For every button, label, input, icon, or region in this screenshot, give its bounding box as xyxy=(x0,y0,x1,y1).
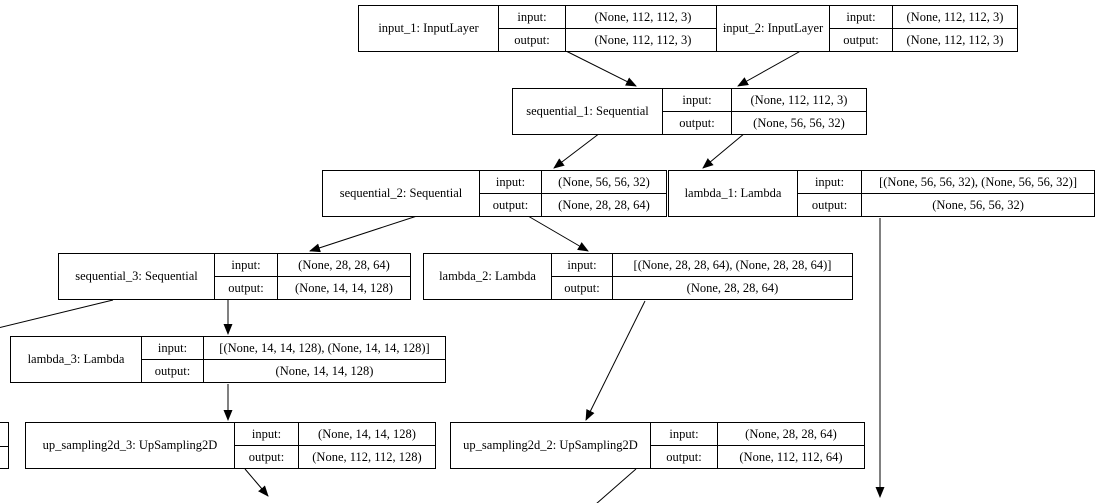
input-key: input: xyxy=(479,170,542,194)
output-shape: (None, 112, 112, 3) xyxy=(565,28,721,52)
input-key: input: xyxy=(551,253,613,277)
output-key: output: xyxy=(829,28,893,52)
edge-input_1-to-sequential_1 xyxy=(559,47,637,87)
edge-sequential_2-to-lambda_2 xyxy=(527,215,589,252)
output-key: output: xyxy=(234,445,299,469)
edge-sequential_1-to-lambda_1 xyxy=(702,132,746,169)
input-shape: (None, 14, 14, 128) xyxy=(298,422,436,446)
edge-sequential_3-to-offscreen-left xyxy=(0,299,114,329)
node-sequential_3: sequential_3: Sequential input: (None, 2… xyxy=(58,253,411,300)
output-shape: (None, 28, 28, 64) xyxy=(612,276,853,300)
node-up_sampling2d_2: up_sampling2d_2: UpSampling2D input: (No… xyxy=(450,422,865,469)
output-key: output: xyxy=(479,193,542,217)
output-key: output: xyxy=(796,193,863,217)
input-shape: (None, 112, 112, 3) xyxy=(565,5,721,29)
node-partial-left xyxy=(0,422,9,469)
layer-name: input_1: InputLayer xyxy=(358,5,499,52)
output-key: output: xyxy=(214,276,278,300)
edge-up_sampling2d_3-to-offscreen-bottom xyxy=(244,468,269,497)
layer-name: sequential_1: Sequential xyxy=(512,88,663,135)
output-key: output: xyxy=(141,359,204,383)
output-shape: (None, 14, 14, 128) xyxy=(277,276,411,300)
layer-name: up_sampling2d_3: UpSampling2D xyxy=(25,422,235,469)
layer-name: sequential_2: Sequential xyxy=(322,170,480,217)
input-shape: [(None, 28, 28, 64), (None, 28, 28, 64)] xyxy=(612,253,853,277)
input-shape: [(None, 14, 14, 128), (None, 14, 14, 128… xyxy=(203,336,446,360)
edge-sequential_1-to-sequential_2 xyxy=(553,132,601,169)
input-key: input: xyxy=(498,5,566,29)
layer-name: lambda_3: Lambda xyxy=(10,336,142,383)
layer-name: input_2: InputLayer xyxy=(716,5,830,52)
partial-node-divider xyxy=(0,445,8,447)
input-shape: (None, 56, 56, 32) xyxy=(541,170,667,194)
node-lambda_3: lambda_3: Lambda input: [(None, 14, 14, … xyxy=(10,336,446,383)
input-key: input: xyxy=(662,88,732,112)
layer-name: up_sampling2d_2: UpSampling2D xyxy=(450,422,651,469)
input-shape: (None, 28, 28, 64) xyxy=(277,253,411,277)
output-shape: (None, 28, 28, 64) xyxy=(541,193,667,217)
input-shape: [(None, 56, 56, 32), (None, 56, 56, 32)] xyxy=(861,170,1095,194)
output-key: output: xyxy=(662,111,732,135)
node-lambda_2: lambda_2: Lambda input: [(None, 28, 28, … xyxy=(423,253,853,300)
input-shape: (None, 28, 28, 64) xyxy=(717,422,865,446)
input-key: input: xyxy=(796,170,863,194)
node-lambda_1: lambda_1: Lambda input: [(None, 56, 56, … xyxy=(668,170,1095,217)
edge-lambda_2-to-up_sampling2d_2 xyxy=(585,300,646,421)
layer-name: lambda_2: Lambda xyxy=(423,253,552,300)
input-key: input: xyxy=(829,5,893,29)
input-shape: (None, 112, 112, 3) xyxy=(892,5,1018,29)
node-sequential_1: sequential_1: Sequential input: (None, 1… xyxy=(512,88,867,135)
output-shape: (None, 112, 112, 3) xyxy=(892,28,1018,52)
output-key: output: xyxy=(551,276,613,300)
input-key: input: xyxy=(141,336,204,360)
input-shape: (None, 112, 112, 3) xyxy=(731,88,867,112)
output-key: output: xyxy=(498,28,566,52)
output-shape: (None, 56, 56, 32) xyxy=(861,193,1095,217)
node-input_1: input_1: InputLayer input: (None, 112, 1… xyxy=(358,5,721,52)
node-up_sampling2d_3: up_sampling2d_3: UpSampling2D input: (No… xyxy=(25,422,436,469)
input-key: input: xyxy=(234,422,299,446)
node-sequential_2: sequential_2: Sequential input: (None, 5… xyxy=(322,170,667,217)
layer-name: lambda_1: Lambda xyxy=(668,170,798,217)
edge-up_sampling2d_2-to-offscreen-bottom xyxy=(596,468,637,503)
output-shape: (None, 112, 112, 128) xyxy=(298,445,436,469)
output-key: output: xyxy=(650,445,718,469)
layer-name: sequential_3: Sequential xyxy=(58,253,215,300)
input-key: input: xyxy=(650,422,718,446)
output-shape: (None, 112, 112, 64) xyxy=(717,445,865,469)
input-key: input: xyxy=(214,253,278,277)
edge-sequential_2-to-sequential_3 xyxy=(309,215,418,253)
output-shape: (None, 56, 56, 32) xyxy=(731,111,867,135)
output-shape: (None, 14, 14, 128) xyxy=(203,359,446,383)
node-input_2: input_2: InputLayer input: (None, 112, 1… xyxy=(716,5,1018,52)
edge-input_2-to-sequential_1 xyxy=(737,47,807,87)
